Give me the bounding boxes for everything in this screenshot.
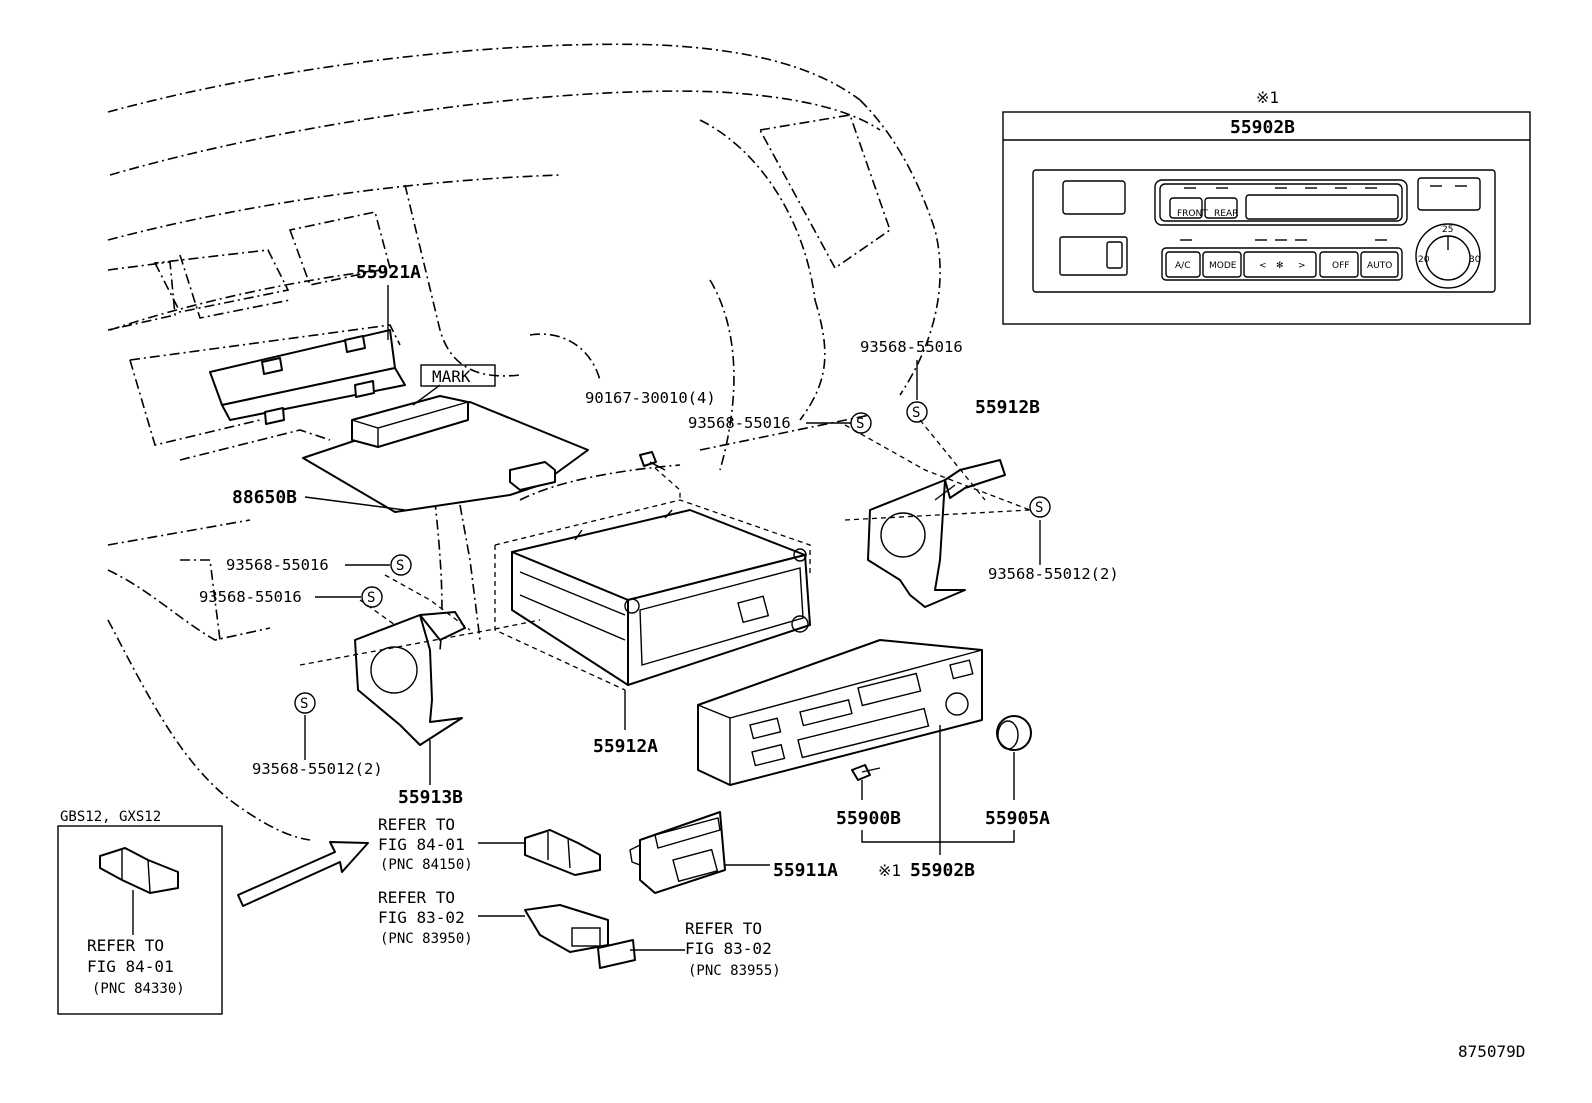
knob-55900B [851, 764, 881, 781]
temperature-dial [1415, 223, 1481, 289]
svg-text:FIG 84-01: FIG 84-01 [378, 835, 465, 854]
s-circle: S [294, 692, 316, 714]
bracket-55913B [354, 611, 466, 746]
assembly-lines [299, 419, 1031, 666]
svg-text:FIG 83-02: FIG 83-02 [378, 908, 465, 927]
s-symbols: S S S S S S [294, 401, 1051, 714]
svg-text:25: 25 [1442, 225, 1453, 235]
s-circle: S [850, 412, 872, 434]
svg-text:OFF: OFF [1332, 261, 1349, 271]
s-circle: S [390, 554, 412, 576]
label-93568-55016-c: 93568-55016 [226, 556, 329, 574]
svg-text:AUTO: AUTO [1367, 261, 1392, 271]
s-circle: S [906, 401, 928, 423]
auto-button [1360, 251, 1399, 278]
label-93568-55016-b: 93568-55016 [860, 338, 963, 356]
label-55902B: 55902B [910, 860, 975, 881]
svg-text:(PNC 84330): (PNC 84330) [92, 981, 185, 997]
svg-text:30: 30 [1469, 255, 1481, 265]
svg-text:<: < [1259, 261, 1267, 271]
svg-text:(PNC 83950): (PNC 83950) [380, 931, 473, 947]
off-button [1319, 251, 1359, 278]
cap-55905A [996, 715, 1032, 751]
label-note-mark: ※1 [878, 861, 901, 880]
front-button-label: FRONT [1177, 209, 1208, 219]
label-55900B: 55900B [836, 808, 901, 829]
ac-button [1165, 251, 1201, 278]
inset-note: ※1 [1256, 88, 1279, 107]
figure-code: 875079D [1458, 1042, 1525, 1061]
svg-text:(PNC 83955): (PNC 83955) [688, 963, 781, 979]
refer-block-84150: REFER TO FIG 84-01 (PNC 84150) [378, 815, 473, 873]
s-circle: S [1029, 496, 1051, 518]
rear-button-label: REAR [1214, 209, 1238, 219]
label-93568-55012-left: 93568-55012(2) [252, 760, 383, 778]
svg-text:S: S [912, 405, 920, 421]
switch-84150 [524, 829, 601, 876]
label-55912B: 55912B [975, 397, 1040, 418]
label-mark: MARK [432, 367, 471, 386]
svg-text:S: S [1035, 500, 1043, 516]
svg-text:>: > [1298, 261, 1306, 271]
label-55913B: 55913B [398, 787, 463, 808]
mode-button [1202, 251, 1242, 278]
variant-box: GBS12, GXS12 REFER TO FIG 84-01 (PNC 843… [57, 809, 223, 1015]
label-55905A: 55905A [985, 808, 1050, 829]
svg-text:S: S [396, 558, 404, 574]
refer-block-83955: REFER TO FIG 83-02 (PNC 83955) [685, 919, 781, 979]
switch-83950 [524, 904, 609, 953]
inset-title: 55902B [1230, 117, 1295, 138]
label-55911A: 55911A [773, 860, 838, 881]
mark-box [420, 364, 496, 387]
arrow-icon [237, 841, 369, 907]
label-90167: 90167-30010(4) [585, 389, 716, 407]
refer-block-83950: REFER TO FIG 83-02 (PNC 83950) [378, 888, 473, 947]
callout-labels: 55921A MARK 88650B 90167-30010(4) 93568-… [199, 262, 1119, 881]
svg-text:REFER TO: REFER TO [378, 888, 455, 907]
variant-label: GBS12, GXS12 [60, 809, 161, 825]
label-93568-55012-right: 93568-55012(2) [988, 565, 1119, 583]
svg-text:20: 20 [1418, 255, 1430, 265]
fan-button [1243, 251, 1317, 278]
svg-text:S: S [367, 590, 375, 606]
leader-lines [132, 285, 1041, 951]
label-88650B: 88650B [232, 487, 297, 508]
dashboard-outline [107, 43, 941, 841]
s-circle: S [361, 586, 383, 608]
inset-panel: ※1 55902B FRONT REAR A/C MODE [1002, 88, 1531, 325]
svg-text:(PNC 84150): (PNC 84150) [380, 857, 473, 873]
svg-text:MODE: MODE [1209, 261, 1237, 271]
bracket-55912B [867, 459, 1006, 608]
svg-text:REFER TO: REFER TO [378, 815, 455, 834]
module-88650B [302, 395, 589, 513]
svg-text:A/C: A/C [1175, 261, 1190, 271]
bracket-55921A [209, 329, 406, 425]
panel-55902B [697, 639, 983, 786]
svg-text:FIG 83-02: FIG 83-02 [685, 939, 772, 958]
label-93568-55016-d: 93568-55016 [199, 588, 302, 606]
plate-83955 [597, 939, 636, 969]
svg-text:S: S [300, 696, 308, 712]
svg-text:S: S [856, 416, 864, 432]
svg-text:✻: ✻ [1276, 261, 1284, 271]
svg-text:FIG 84-01: FIG 84-01 [87, 957, 174, 976]
label-55921A: 55921A [356, 262, 421, 283]
screw-90167 [639, 451, 681, 500]
svg-text:REFER TO: REFER TO [87, 936, 164, 955]
label-93568-55016-a: 93568-55016 [688, 414, 791, 432]
bezel-55911A [629, 811, 726, 894]
svg-text:REFER TO: REFER TO [685, 919, 762, 938]
chassis-55912A [494, 499, 811, 691]
label-55912A: 55912A [593, 736, 658, 757]
